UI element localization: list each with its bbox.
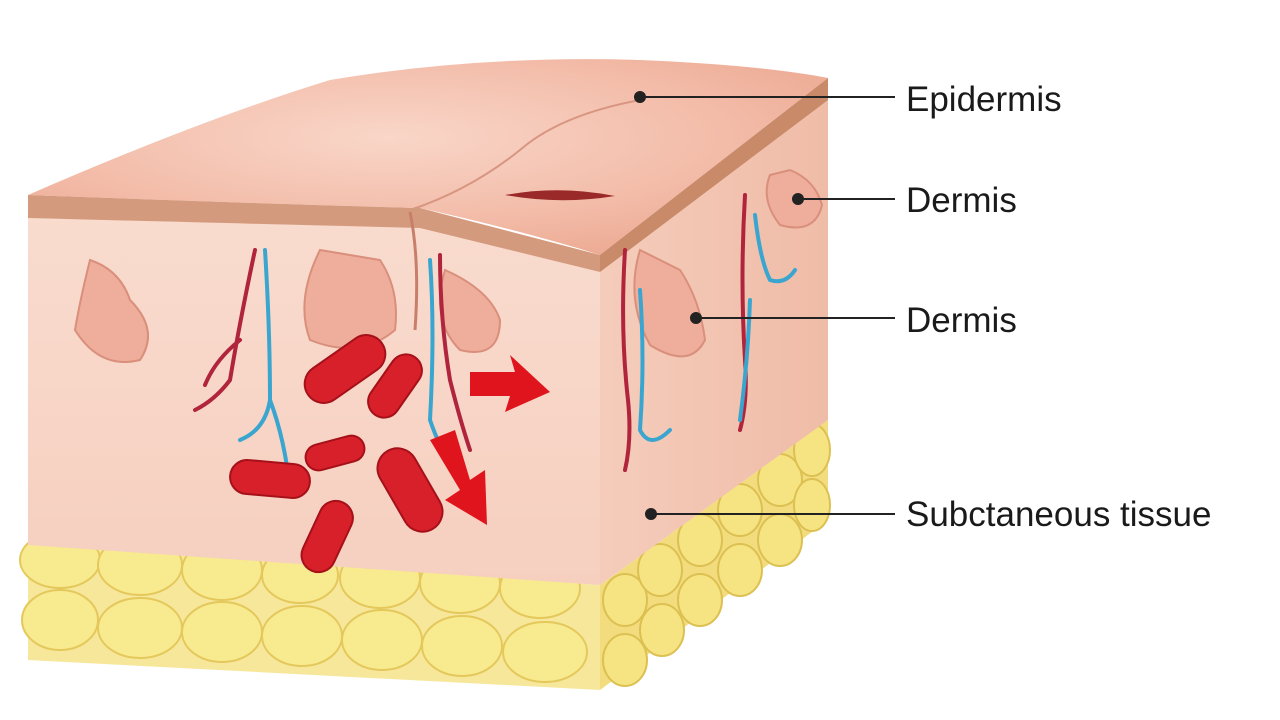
label-dermis-upper: Dermis [906,181,1017,220]
label-epidermis: Epidermis [906,80,1062,119]
arteries [193,193,748,472]
label-dermis-lower: Dermis [906,301,1017,340]
surface-crease [409,99,641,211]
epidermis-surface [28,59,828,255]
bacteria-cluster [229,334,444,574]
label-subcutaneous-tissue: Subctaneous tissue [906,495,1212,534]
dermal-papillae [73,168,824,363]
epidermis-band-side [600,78,828,272]
skin-wound-cut [505,190,615,201]
epidermis-band-front [28,195,600,272]
leader-lines [634,91,895,520]
bacteria-icon [229,334,444,574]
spread-arrow-icon [430,355,550,525]
